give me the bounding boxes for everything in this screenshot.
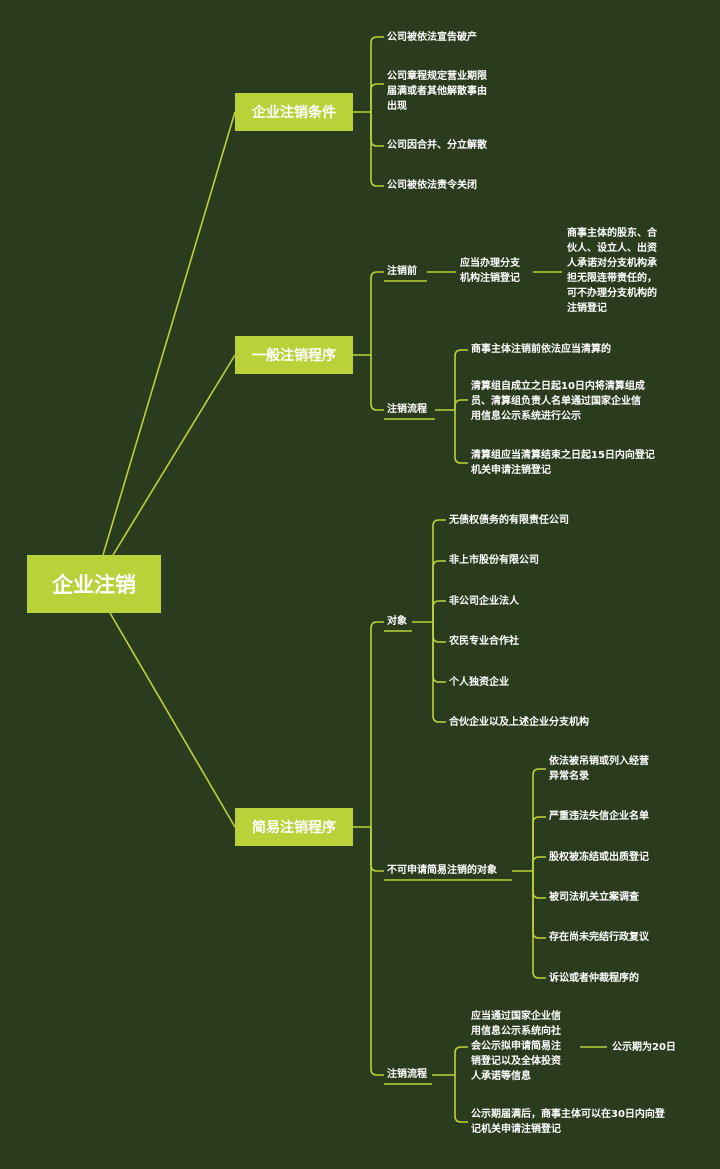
leaf-bankruptcy: 公司被依法宣告破产	[387, 32, 477, 43]
leaf-sole-proprietorship: 个人独资企业	[449, 677, 509, 688]
b2-o1	[432, 560, 446, 622]
b2-i2	[532, 856, 546, 871]
sub-eligible-objects: 对象	[387, 616, 407, 627]
leaf-term-expiry: 公司章程规定营业期限 届满或者其他解散事由 出现	[387, 71, 487, 112]
b2-i1	[532, 816, 546, 871]
b1-before	[370, 271, 384, 355]
root-link-conditions	[102, 111, 236, 556]
leaf-ordered-close: 公司被依法责令关闭	[387, 180, 477, 191]
leaf-non-company-legal-person: 非公司企业法人	[449, 596, 519, 607]
b2-process	[370, 827, 384, 1076]
leaf-apply-within-30-days: 公示期届满后，商事主体可以在30日内向登 记机关申请注销登记	[471, 1109, 665, 1135]
b0-c1	[370, 83, 384, 112]
leaf-apply-within-15-days: 清算组应当清算结束之日起15日内向登记 机关申请注销登记	[471, 450, 655, 476]
b0-c3	[370, 112, 384, 187]
leaf-judicial-investigation: 被司法机关立案调查	[549, 892, 639, 903]
leaf-revoked-or-abnormal: 依法被吊销或列入经营 异常名录	[549, 756, 649, 782]
b2-o5	[432, 622, 446, 723]
b0-c2	[370, 112, 384, 147]
sub-simple-cancel-process: 注销流程	[387, 1069, 427, 1080]
branch-general-procedure: 一般注销程序	[235, 336, 353, 374]
b1-p0	[454, 349, 468, 410]
b2-o2	[432, 600, 446, 622]
leaf-partnership-and-branches: 合伙企业以及上述企业分支机构	[449, 717, 589, 728]
branch-cancel-conditions: 企业注销条件	[235, 93, 353, 131]
leaf-unlisted-joint-stock: 非上市股份有限公司	[449, 555, 539, 566]
node-public-notice-info: 应当通过国家企业信 用信息公示系统向社 会公示拟申请简易注 销登记以及全体投资 …	[471, 1011, 561, 1082]
b2-i0	[532, 768, 546, 871]
b2-ineligible	[370, 827, 384, 872]
leaf-litigation-arbitration: 诉讼或者仲裁程序的	[549, 973, 639, 984]
sub-ineligible-objects: 不可申请简易注销的对象	[387, 865, 497, 876]
b2-o3	[432, 622, 446, 643]
b2-i4	[532, 871, 546, 939]
leaf-liquidation-required: 商事主体注销前依法应当清算的	[471, 344, 611, 355]
sub-cancel-process: 注销流程	[387, 404, 427, 415]
b1-p2	[454, 410, 468, 464]
b2-after-notice	[454, 1075, 468, 1123]
branch-simple-procedure: 简易注销程序	[235, 808, 353, 846]
b2-o4	[432, 622, 446, 683]
root-node: 企业注销	[27, 555, 161, 613]
leaf-liquidation-group-publish: 清算组自成立之日起10日内将清算组成 员、清算组负责人名单通过国家企业信 用信息…	[471, 381, 645, 422]
b1-p1	[454, 399, 468, 410]
leaf-shareholder-commitment: 商事主体的股东、合 伙人、设立人、出资 人承诺对分支机构承 担无限连带责任的， …	[567, 228, 657, 314]
sub-before-cancel: 注销前	[387, 266, 417, 277]
leaf-llc-no-debt: 无债权债务的有限责任公司	[449, 515, 569, 526]
leaf-serious-dishonesty: 严重违法失信企业名单	[549, 811, 649, 822]
leaf-merger-split: 公司因合并、分立解散	[387, 140, 487, 151]
leaf-equity-frozen: 股权被冻结或出质登记	[549, 852, 649, 863]
root-link-general	[112, 354, 236, 556]
leaf-farmer-cooperative: 农民专业合作社	[449, 636, 519, 647]
b0-c0	[370, 36, 384, 112]
b2-i3	[532, 871, 546, 899]
b2-objects	[370, 621, 384, 827]
b2-i5	[532, 871, 546, 979]
b1-process	[370, 355, 384, 411]
node-branch-office-cancel: 应当办理分支 机构注销登记	[460, 258, 520, 284]
b2-o0	[432, 519, 446, 622]
b2-notice	[454, 1046, 468, 1075]
root-link-simple	[109, 612, 236, 828]
leaf-pending-reconsideration: 存在尚未完结行政复议	[549, 932, 649, 943]
leaf-notice-period-20-days: 公示期为20日	[612, 1042, 676, 1053]
